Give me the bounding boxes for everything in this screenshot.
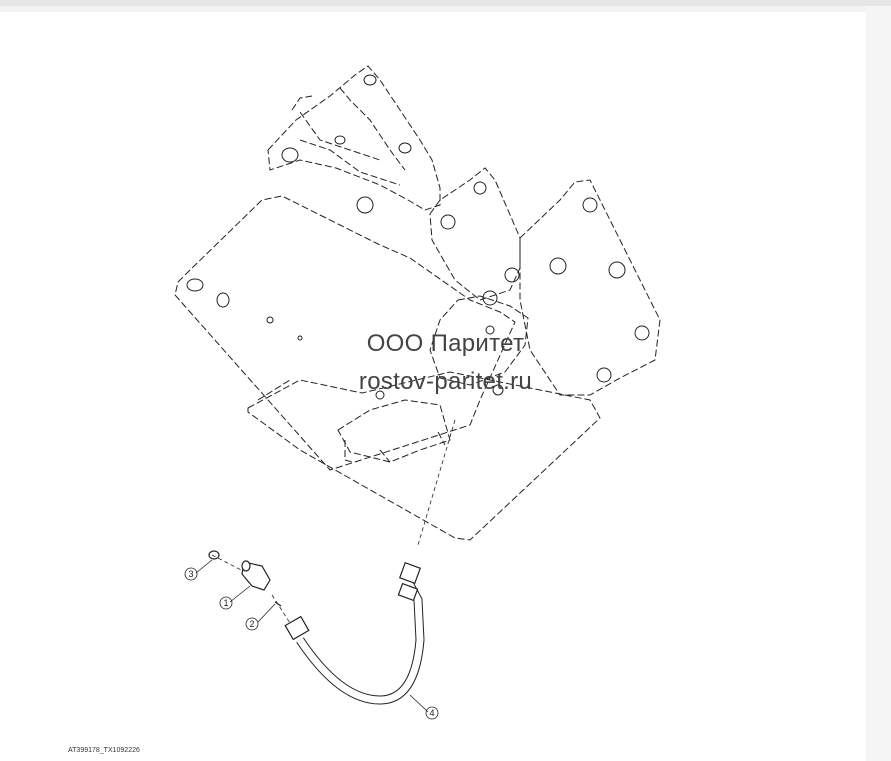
upper-bracket <box>267 65 441 211</box>
bolt <box>634 325 650 341</box>
bolt <box>334 135 346 145</box>
assembly-leader <box>211 554 246 573</box>
bolt <box>281 147 299 163</box>
bolt <box>482 290 498 306</box>
assembly-leader <box>417 419 456 546</box>
bolt <box>549 257 567 275</box>
callout-4 <box>425 706 439 720</box>
main-plate <box>174 195 516 471</box>
bolt <box>608 261 626 279</box>
callout-1 <box>219 596 233 610</box>
bolt <box>266 316 274 324</box>
valve-body <box>429 295 529 386</box>
callout-3 <box>184 567 198 581</box>
right-plate <box>519 179 661 396</box>
bolt <box>186 278 204 292</box>
top-border <box>0 0 891 6</box>
bolt <box>356 196 374 214</box>
right-gutter <box>866 6 891 761</box>
bolt <box>596 367 612 383</box>
lower-plate <box>247 371 601 541</box>
bolt <box>440 214 456 230</box>
figure-id: AT399178_TX1092226 <box>68 747 140 754</box>
hydraulic-hose <box>284 561 425 705</box>
bolt <box>375 390 385 400</box>
hose-end-fitting <box>398 561 422 585</box>
bolt <box>473 181 487 195</box>
bolt <box>504 267 520 283</box>
callout-3-label: 3 <box>188 569 193 579</box>
assembly-leader <box>271 594 291 624</box>
bolts <box>186 74 650 400</box>
o-ring <box>208 550 220 560</box>
bolt <box>216 292 230 308</box>
drawing-sheet <box>0 12 866 761</box>
callout-2 <box>245 617 259 631</box>
callout-4-label: 4 <box>429 708 434 718</box>
bolt <box>492 384 504 396</box>
elbow-fitting <box>241 560 271 591</box>
washer <box>274 601 282 607</box>
bolt <box>363 74 377 86</box>
callout-2-label: 2 <box>249 619 254 629</box>
bolt <box>398 142 412 154</box>
watermark-url: rostov-paritet.ru <box>358 368 533 395</box>
bolt <box>582 197 598 213</box>
watermark-company: ООО Паритет <box>366 330 525 357</box>
bracket-assembly <box>174 65 661 541</box>
callout-1-label: 1 <box>223 598 228 608</box>
hose-end-fitting <box>284 615 310 641</box>
callouts <box>184 559 439 720</box>
middle-plate <box>429 167 521 301</box>
bolt <box>485 325 495 335</box>
bolt <box>297 335 303 341</box>
